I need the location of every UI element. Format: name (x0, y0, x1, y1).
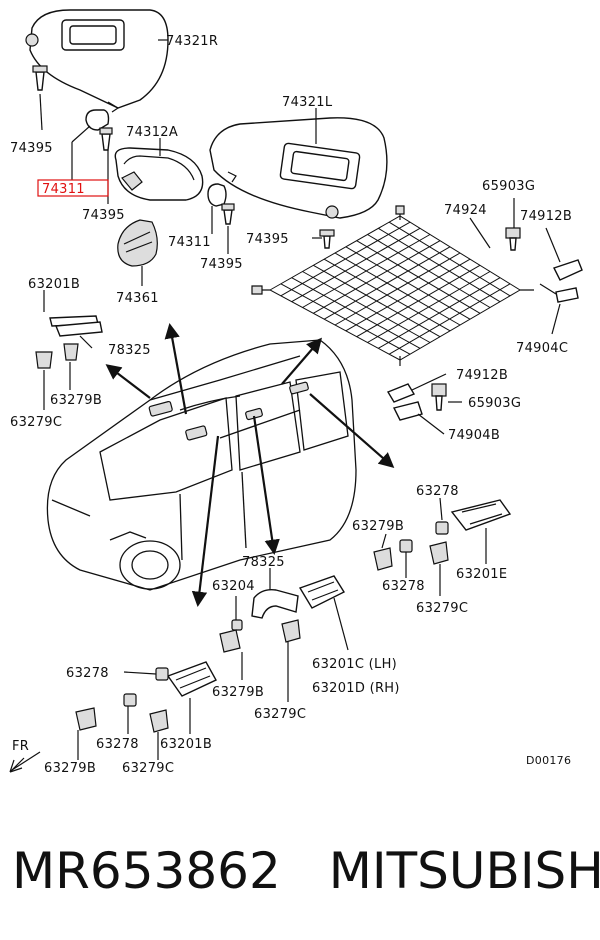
callout-63279B-d: 63279B (44, 761, 96, 776)
callout-65903G-b: 65903G (468, 396, 521, 411)
room-mirror (114, 147, 204, 201)
callout-74904B-b: 74904B (448, 428, 500, 443)
callout-74924: 74924 (444, 203, 487, 218)
callout-63279C-c: 63279C (254, 707, 306, 722)
callout-74311a: 74311 (42, 182, 85, 197)
callout-63279C-b: 63279C (416, 601, 468, 616)
callout-63201B-top: 63201B (28, 277, 80, 292)
callout-63201C: 63201C (LH) (312, 657, 397, 672)
callout-74904C-a: 74904C (516, 341, 568, 356)
grip-center (219, 575, 346, 653)
bracket-74904B-b (392, 401, 423, 421)
callout-74321L: 74321L (282, 95, 333, 110)
screw-74395c (221, 203, 235, 225)
holder-74311a (85, 109, 110, 131)
sun-visor-lh (209, 117, 388, 219)
hook-74912B-b (386, 383, 416, 403)
diagram-code: D00176 (526, 754, 571, 767)
callout-74912B-b: 74912B (456, 368, 508, 383)
callout-63278d: 63278 (96, 737, 139, 752)
callout-74321R: 74321R (166, 34, 218, 49)
callout-78325b: 78325 (242, 555, 285, 570)
screw-74395a (32, 65, 48, 91)
highlight-box (37, 179, 109, 197)
callout-74311b: 74311 (168, 235, 211, 250)
hook-74912B-a (553, 259, 583, 281)
cargo-net (251, 205, 534, 366)
mirror-cover (117, 219, 158, 267)
car-body (46, 339, 357, 591)
callout-63278a: 63278 (416, 484, 459, 499)
grip-lower (75, 661, 217, 733)
grip-upper-left (35, 315, 103, 369)
callout-74395b: 74395 (82, 208, 125, 223)
front-direction-arrow (9, 751, 41, 773)
front-label: FR (12, 739, 29, 754)
grip-right (373, 499, 512, 571)
callout-74361: 74361 (116, 291, 159, 306)
bolt-65903G-a (505, 227, 521, 251)
part-number: MR653862 (12, 842, 281, 900)
screw-74395b (99, 127, 113, 151)
net-strand (388, 283, 511, 355)
arrows (105, 322, 395, 608)
screw-74395d (319, 229, 335, 249)
callout-74312A: 74312A (126, 125, 178, 140)
callout-74395c: 74395 (200, 257, 243, 272)
callout-63279C-a: 63279C (10, 415, 62, 430)
sun-visor-rh (25, 9, 169, 113)
callout-63201B-bot: 63201B (160, 737, 212, 752)
callout-65903G-a: 65903G (482, 179, 535, 194)
leader-lines (39, 39, 561, 760)
callout-63278c: 63278 (66, 666, 109, 681)
callout-63279B-b: 63279B (352, 519, 404, 534)
callout-63201D: 63201D (RH) (312, 681, 400, 696)
callout-63201E: 63201E (456, 567, 507, 582)
callout-74395d: 74395 (246, 232, 289, 247)
holder-74311b (207, 183, 227, 207)
net-strand (388, 221, 511, 297)
bracket-74904C-a (539, 283, 579, 303)
net-strand (367, 234, 491, 308)
brand-name: MITSUBISHI (328, 842, 600, 900)
net-strand (378, 277, 501, 349)
footer: MR653862 MITSUBISHI (0, 826, 600, 916)
callout-78325a: 78325 (108, 343, 151, 358)
callout-63279C-d: 63279C (122, 761, 174, 776)
callout-63204: 63204 (212, 579, 255, 594)
parts-diagram: 74321R 74395 74311 74395 74312A 74321L 7… (9, 9, 583, 776)
callout-74912B-a: 74912B (520, 209, 572, 224)
callout-63279B-a: 63279B (50, 393, 102, 408)
callout-63278b: 63278 (382, 579, 425, 594)
callout-labels: 74321R 74395 74311 74395 74312A 74321L 7… (10, 34, 572, 776)
callout-63279B-c: 63279B (212, 685, 264, 700)
bolt-65903G-b (431, 383, 447, 411)
callout-74395a: 74395 (10, 141, 53, 156)
